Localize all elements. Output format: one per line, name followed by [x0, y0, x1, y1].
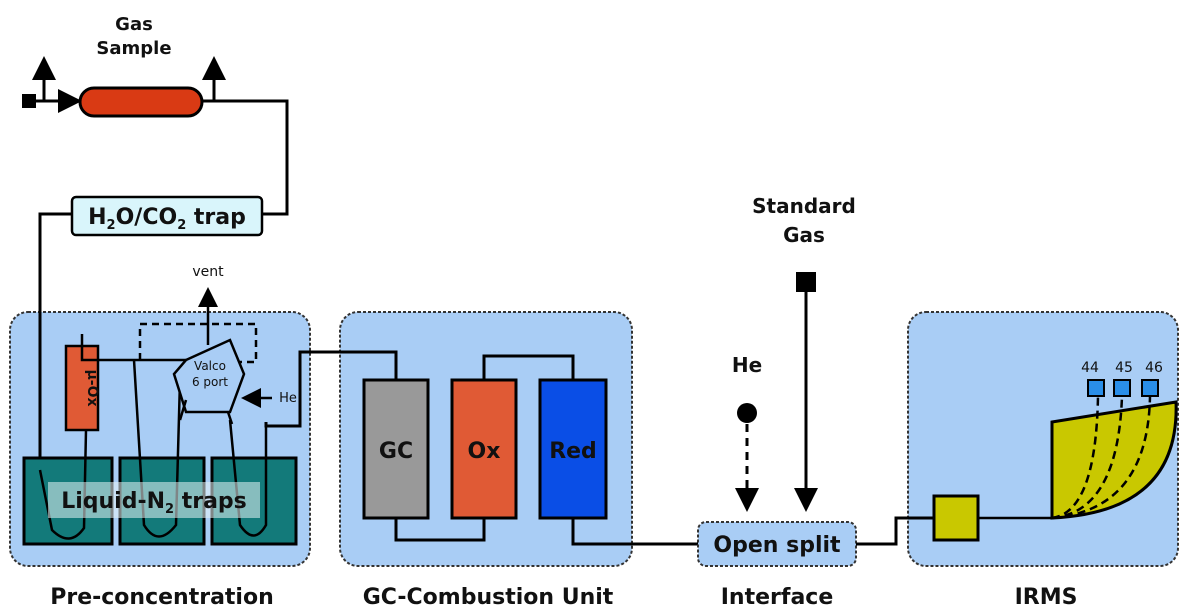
he-label: He [732, 353, 762, 377]
standard-gas-label-line2: Gas [783, 223, 825, 247]
trap-loop-1 [38, 429, 88, 540]
opensplit-to-irms-line [856, 516, 934, 546]
standard-gas-label-line1: Standard [752, 194, 856, 218]
h2o-co2-trap-box [70, 195, 264, 237]
mass-label-46: 46 [1145, 360, 1163, 376]
gas-sample-cylinder [78, 86, 204, 118]
trap-loop-3 [228, 419, 268, 537]
mass-label-44: 44 [1081, 360, 1099, 376]
inlet-valve-square [22, 94, 36, 108]
trap-to-preconc-line [38, 212, 72, 470]
collector-46 [1141, 379, 1159, 397]
valco-6-port-valve [172, 338, 246, 414]
he-carrier-label: He [279, 391, 297, 406]
vent-label: vent [192, 264, 224, 280]
red-label: Red [549, 439, 597, 464]
preconc-to-gc-line [264, 350, 398, 428]
valco-to-trap2-line [178, 399, 188, 421]
gas-sample-label-line1: Gas [115, 14, 153, 35]
liquid-n2-label-bg [48, 482, 260, 518]
liquid-n2-label: Liquid-N2 traps [61, 489, 247, 517]
standard-gas-source [796, 272, 816, 292]
collector-45 [1113, 379, 1131, 397]
mass-label-45: 45 [1115, 360, 1133, 376]
valco-label-line1: Valco [194, 359, 226, 373]
section-interface: Interface [721, 585, 834, 610]
ox-to-red-line [482, 354, 575, 380]
section-preconcentration: Pre-concentration [50, 585, 274, 610]
he-source-dot [737, 403, 757, 423]
gc-column [362, 378, 430, 520]
collector-44 [1087, 379, 1105, 397]
mu-ox-label: μ-Ox [84, 369, 100, 406]
gc-label: GC [379, 439, 413, 464]
ox-label: Ox [468, 439, 501, 464]
ion-path-46 [1051, 395, 1152, 520]
valco-label-line2: 6 port [192, 375, 228, 389]
gc-to-ox-line [394, 518, 486, 542]
muox-to-valco-line [80, 334, 190, 362]
valco-to-trap3-line [226, 411, 234, 425]
open-split-label: Open split [713, 533, 841, 558]
trap-loop-2 [132, 359, 182, 538]
gas-sample-label-line2: Sample [96, 38, 171, 59]
section-gc-combustion: GC-Combustion Unit [363, 585, 614, 610]
ion-source [932, 494, 980, 542]
section-irms: IRMS [1015, 585, 1078, 610]
valco-dashed-loop [138, 322, 258, 364]
red-reactor [538, 378, 608, 520]
sample-to-trap-line [202, 99, 289, 216]
open-split-box [697, 521, 857, 567]
red-to-opensplit-line [571, 518, 700, 546]
h2o-co2-trap-label: H2O/CO2 trap [88, 205, 246, 233]
